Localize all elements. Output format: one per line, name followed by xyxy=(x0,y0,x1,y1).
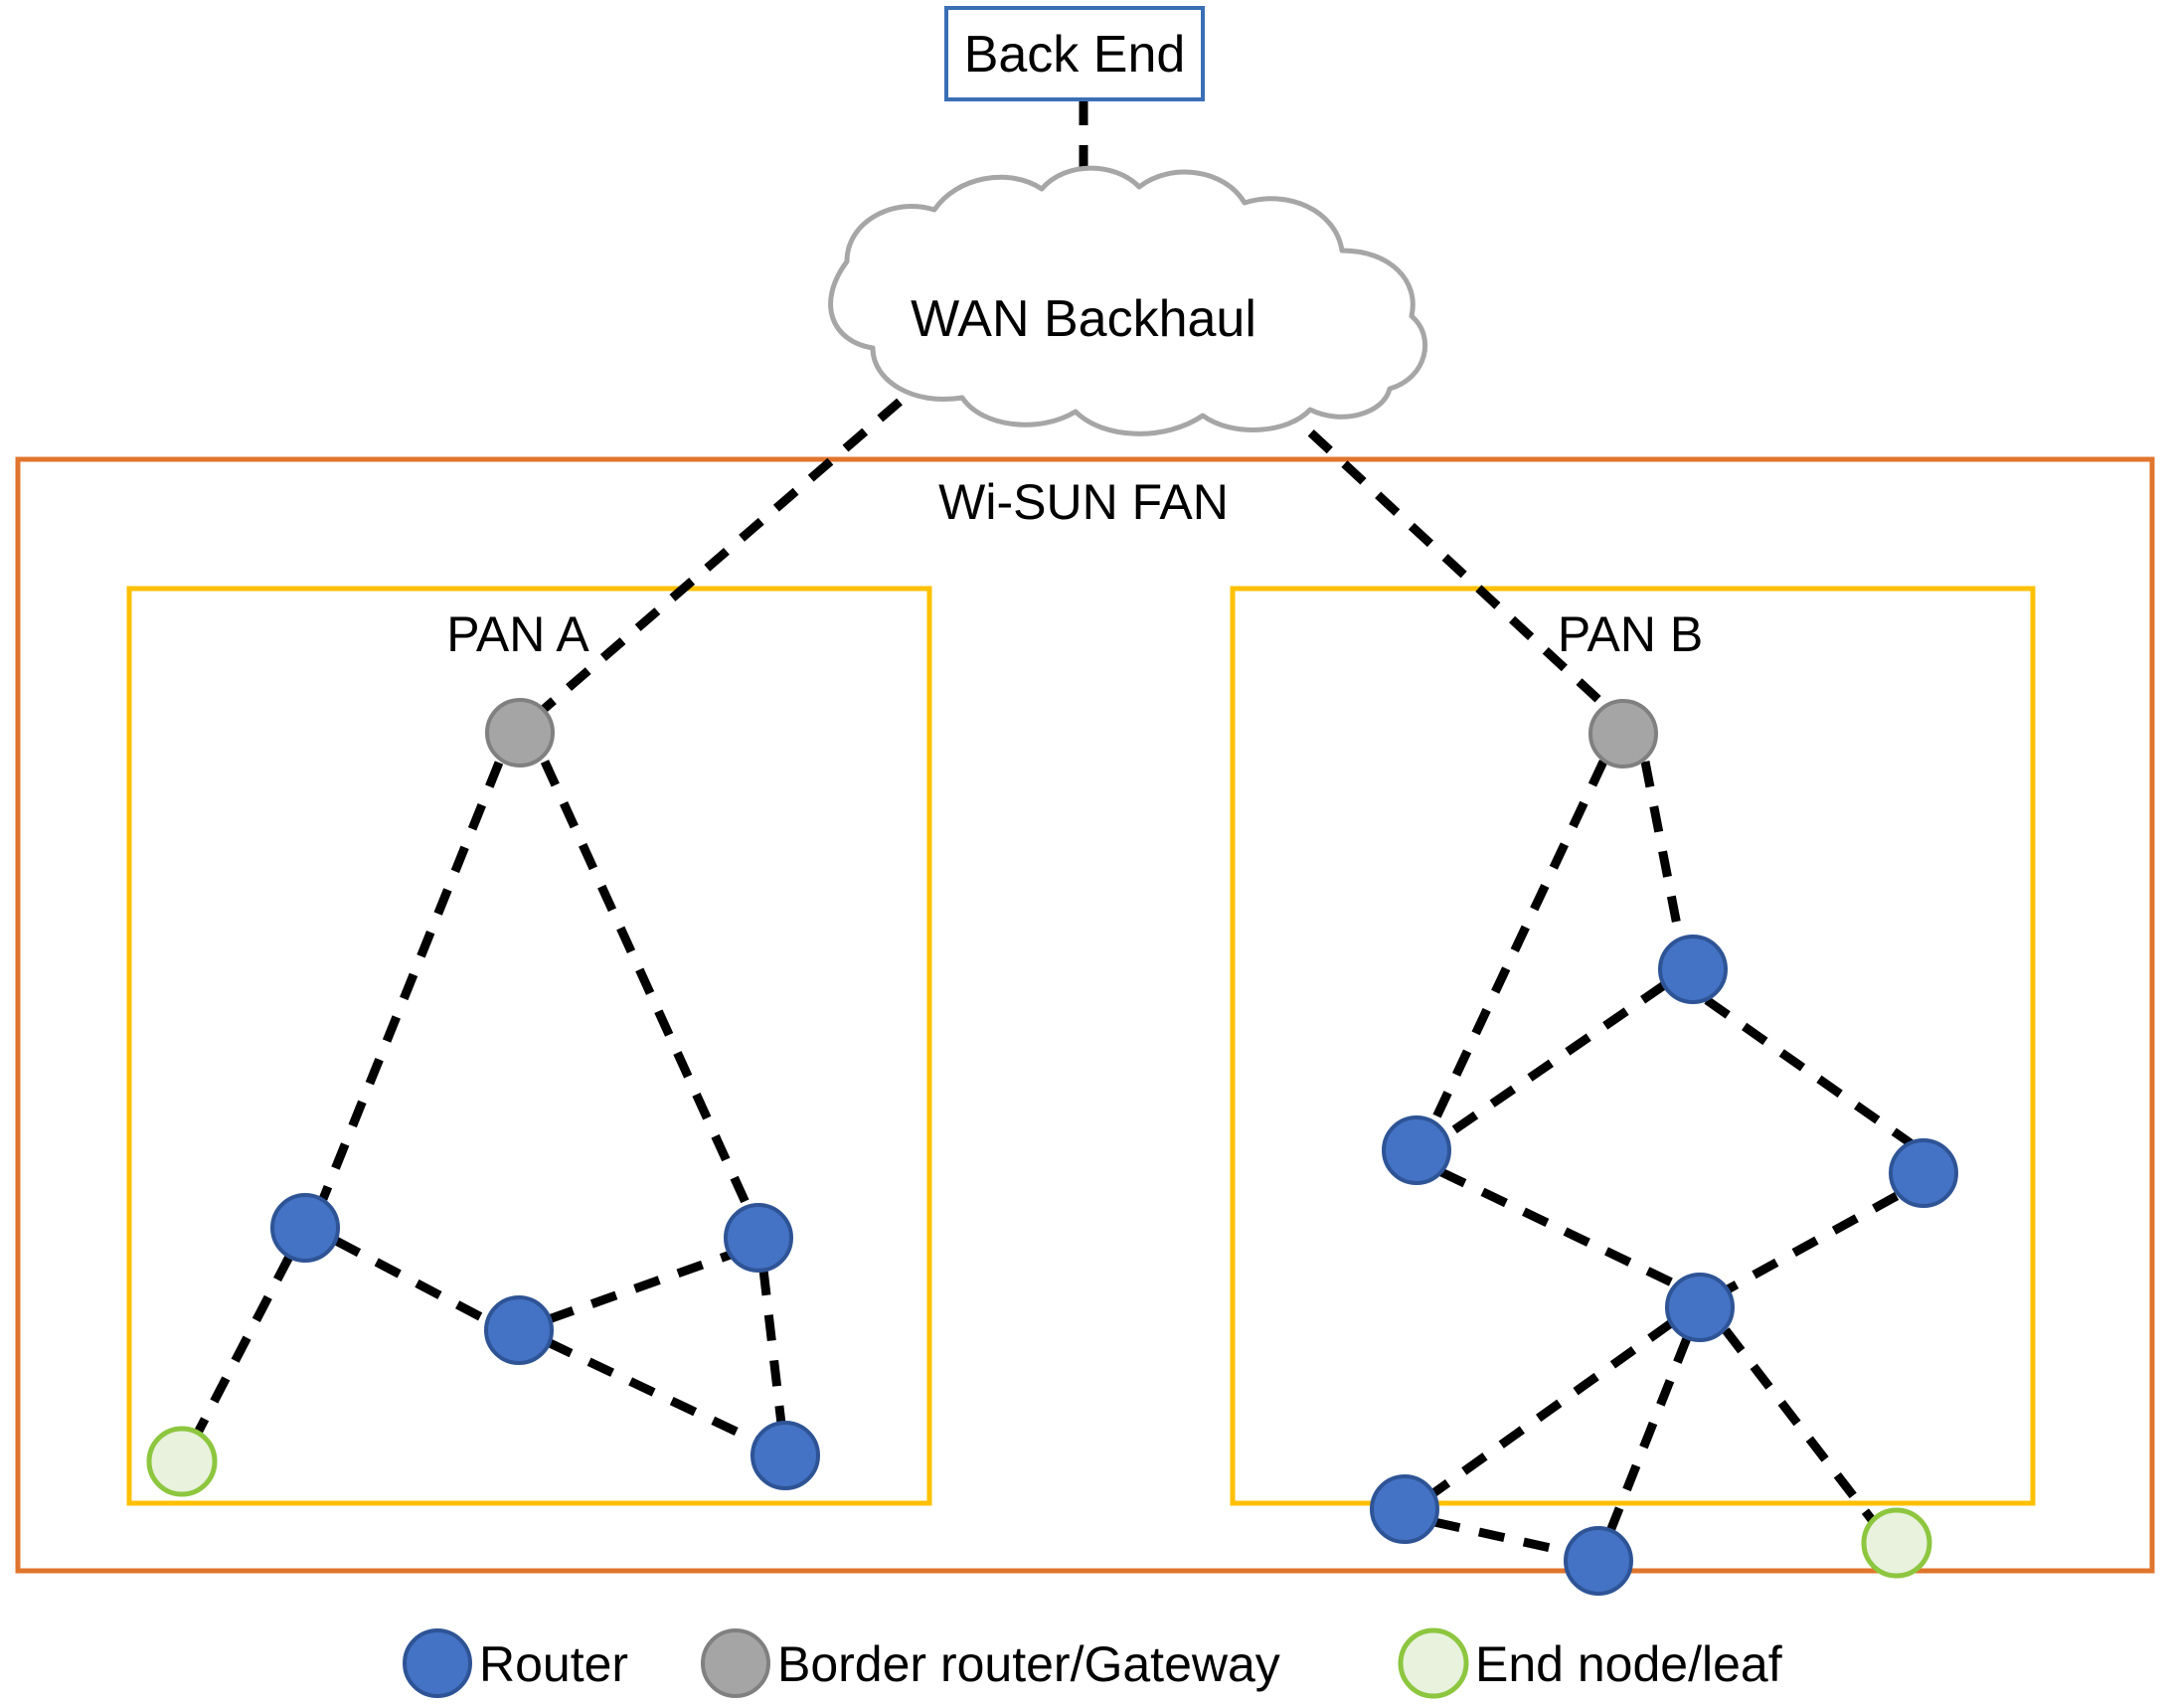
link-a-r3-a-r4 xyxy=(758,1269,786,1425)
link-b-br-b-r2 xyxy=(1429,760,1608,1123)
link-b-r4-b-e1 xyxy=(1722,1327,1877,1524)
pan-b-nodes xyxy=(1370,699,1958,1596)
link-b-br-b-r1 xyxy=(1640,761,1685,941)
wan-backhaul-cloud: WAN Backhaul xyxy=(828,165,1428,436)
legend-router-icon xyxy=(403,1628,472,1698)
wan-backhaul-label: WAN Backhaul xyxy=(911,290,1256,348)
link-cloud-pan-b-border-router xyxy=(1273,398,1611,712)
back-end-box[interactable] xyxy=(944,6,1205,101)
pan-a-router-node-3[interactable] xyxy=(724,1203,793,1273)
pan-b-router-node-5[interactable] xyxy=(1370,1474,1439,1544)
pan-b-router-node-1[interactable] xyxy=(1658,935,1728,1004)
link-b-r2-b-r4 xyxy=(1439,1167,1678,1289)
pan-b-router-node-2[interactable] xyxy=(1382,1115,1451,1185)
link-a-br-a-r3 xyxy=(540,760,752,1209)
pan-a-router-node-1[interactable] xyxy=(270,1193,340,1263)
link-layer xyxy=(194,99,1914,1557)
link-b-r1-b-r3 xyxy=(1704,996,1914,1147)
pan-b-end-node-1[interactable] xyxy=(1861,1507,1932,1579)
pan-a-nodes xyxy=(146,698,820,1497)
link-a-r1-a-e1 xyxy=(194,1254,293,1436)
wi-sun-fan-label: Wi-SUN FAN xyxy=(938,474,1229,530)
link-b-r3-b-r4 xyxy=(1725,1192,1900,1293)
legend: Router Border router/Gateway End node/le… xyxy=(403,1627,1782,1699)
pan-b-label: PAN B xyxy=(1558,606,1703,662)
pan-a-label: PAN A xyxy=(446,606,589,662)
pan-a-router-node-2[interactable] xyxy=(484,1295,554,1365)
pan-b-border-router-node[interactable] xyxy=(1588,699,1658,769)
link-a-r2-a-r3 xyxy=(547,1250,733,1324)
legend-end-node-label: End node/leaf xyxy=(1475,1636,1782,1692)
pan-a-router-node-4[interactable] xyxy=(751,1421,820,1490)
pan-b-router-node-3[interactable] xyxy=(1889,1138,1958,1208)
legend-border-router-label: Border router/Gateway xyxy=(777,1636,1280,1692)
pan-b-router-node-4[interactable] xyxy=(1665,1273,1735,1342)
cloud-shape xyxy=(828,165,1428,436)
link-cloud-pan-a-border-router xyxy=(539,398,903,715)
link-b-r4-b-r5 xyxy=(1430,1319,1674,1497)
link-a-br-a-r1 xyxy=(318,761,504,1201)
wi-sun-fan-boundary xyxy=(15,456,2155,1574)
link-b-r5-b-r6 xyxy=(1433,1517,1570,1557)
pan-a-border-router-node[interactable] xyxy=(485,698,555,768)
pan-b-boundary xyxy=(1230,586,2036,1506)
legend-router-label: Router xyxy=(479,1636,628,1692)
link-b-r4-b-r6 xyxy=(1605,1336,1692,1533)
link-a-r2-a-r4 xyxy=(546,1337,759,1447)
legend-end-node-icon xyxy=(1398,1627,1469,1699)
pan-a-boundary xyxy=(126,586,932,1506)
back-end-label: Back End xyxy=(964,26,1186,84)
pan-b-router-node-6[interactable] xyxy=(1564,1526,1633,1596)
link-b-r1-b-r2 xyxy=(1443,981,1667,1139)
link-a-r1-a-r2 xyxy=(333,1237,492,1325)
pan-a-end-node-1[interactable] xyxy=(146,1426,218,1497)
legend-border-router-icon xyxy=(701,1628,770,1698)
